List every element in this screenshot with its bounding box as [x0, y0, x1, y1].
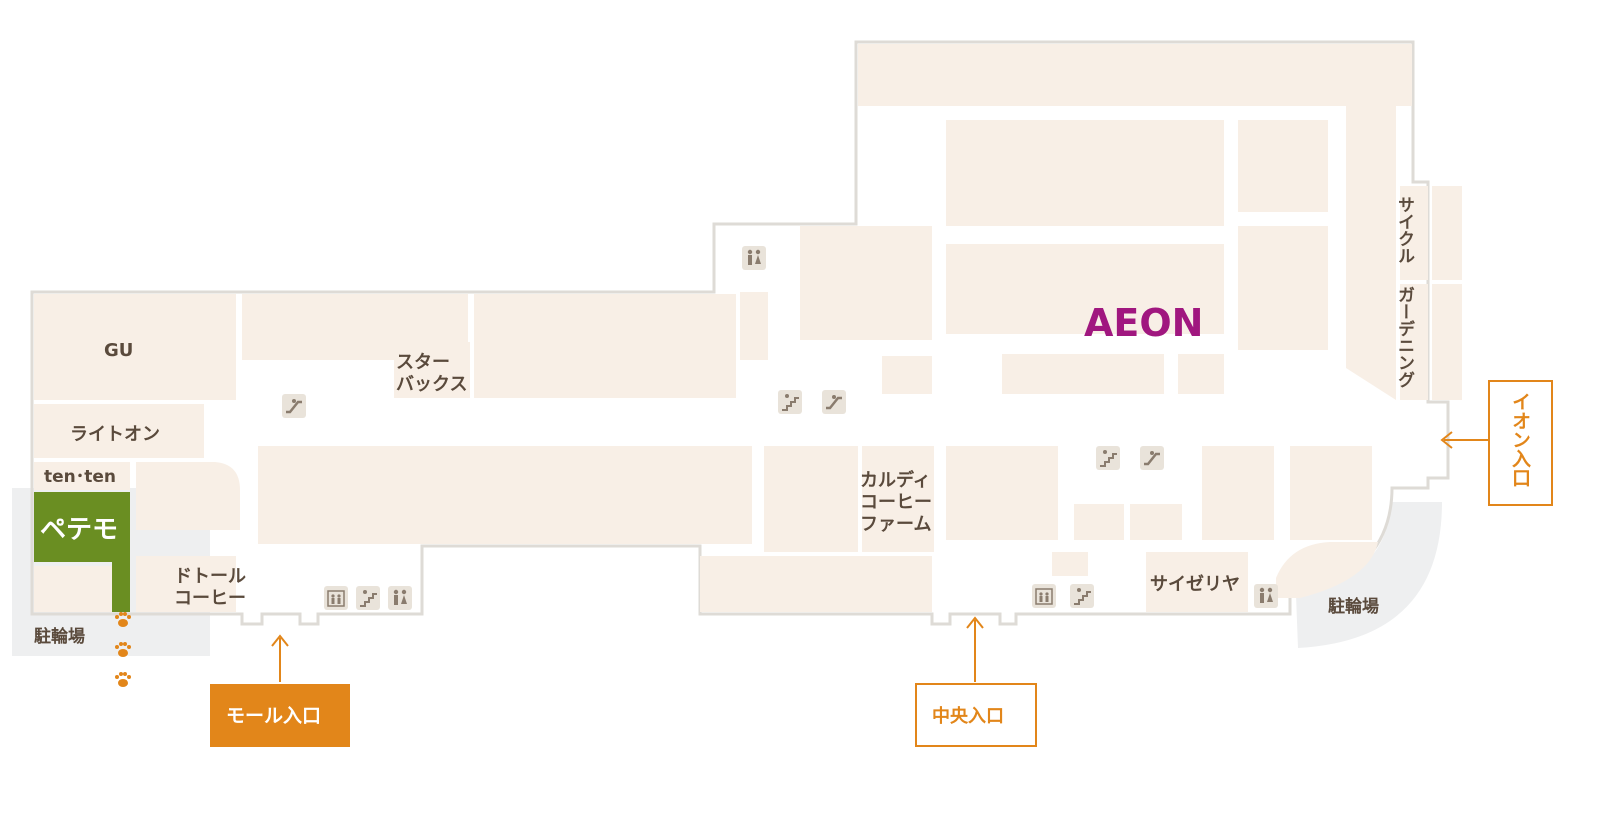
label-kaldi-1: カルディ — [860, 469, 931, 491]
aeon-block-6[interactable] — [1002, 354, 1164, 394]
aeon-entrance-box[interactable] — [1488, 380, 1553, 506]
store-block-south-3[interactable] — [764, 446, 858, 552]
store-block-se-curve[interactable] — [1276, 542, 1378, 598]
label-gardening: ガーデニング — [1394, 286, 1415, 388]
store-block-south-2[interactable] — [700, 556, 932, 612]
aeon-entrance-label: イオン入口 — [1509, 392, 1531, 487]
escalator-icon[interactable] — [282, 394, 306, 418]
escalator-icon[interactable] — [1140, 446, 1164, 470]
mall-entrance[interactable]: モール入口 — [210, 634, 350, 747]
arrow-up-icon — [271, 634, 289, 647]
aeon-entrance[interactable]: イオン入口 — [1440, 380, 1553, 506]
stairs-icon[interactable] — [356, 586, 380, 610]
aeon-west-block[interactable] — [800, 226, 932, 340]
store-starbucks[interactable] — [394, 342, 470, 398]
label-right-on: ライトオン — [70, 424, 160, 445]
store-kaldi[interactable] — [862, 446, 934, 552]
store-block-se-1[interactable] — [946, 446, 1058, 540]
restroom-icon[interactable] — [1254, 584, 1278, 608]
paw-icon — [115, 642, 131, 657]
label-aeon: AEON — [1084, 301, 1203, 345]
store-block-se-6[interactable] — [1052, 552, 1088, 576]
aeon-block-1[interactable] — [946, 120, 1224, 226]
arrow-left-icon — [1440, 431, 1453, 449]
store-right-on[interactable] — [34, 404, 204, 458]
label-gu: GU — [104, 340, 133, 361]
store-gardening[interactable] — [1400, 284, 1428, 400]
aeon-east-wing[interactable] — [858, 44, 1412, 106]
elevator-icon[interactable] — [1032, 584, 1056, 608]
label-parking-right: 駐輪場 — [1328, 596, 1379, 617]
store-saizeriya[interactable] — [1146, 552, 1248, 612]
aeon-block-3[interactable] — [946, 244, 1224, 334]
store-block-north-2[interactable] — [474, 294, 736, 398]
parking-area-right — [1296, 502, 1442, 648]
label-petemo: ペテモ — [40, 515, 118, 545]
store-cycle[interactable] — [1400, 186, 1428, 280]
store-tenten[interactable] — [34, 462, 130, 490]
aeon-block-4[interactable] — [1238, 226, 1328, 350]
label-starbucks-1: スター — [396, 352, 450, 373]
label-kaldi-3: ファーム — [860, 514, 931, 535]
store-petemo-ext — [112, 560, 130, 612]
aeon-block-2[interactable] — [1238, 120, 1328, 212]
label-tenten: ten･ten — [44, 467, 116, 487]
mall-entrance-box[interactable] — [210, 684, 350, 747]
central-entrance[interactable]: 中央入口 — [915, 616, 1037, 747]
label-parking-left: 駐輪場 — [34, 626, 85, 647]
label-doutor-1: ドトール — [174, 566, 246, 587]
store-block-west-lower[interactable] — [136, 556, 236, 612]
store-block-far-east-1[interactable] — [1432, 186, 1462, 280]
store-block-south-1[interactable] — [258, 446, 752, 544]
elevator-icon[interactable] — [324, 586, 348, 610]
stairs-icon[interactable] — [1096, 446, 1120, 470]
label-cycle: サイクル — [1394, 196, 1415, 264]
label-saizeriya: サイゼリヤ — [1150, 573, 1240, 595]
stairs-icon[interactable] — [778, 390, 802, 414]
stairs-icon[interactable] — [1070, 584, 1094, 608]
store-block-north-3[interactable] — [740, 292, 768, 360]
paw-icon — [115, 612, 131, 627]
central-entrance-label: 中央入口 — [932, 705, 1004, 727]
store-block-se-5[interactable] — [1290, 446, 1372, 540]
store-block-se-2[interactable] — [1074, 504, 1124, 540]
aeon-east-strip[interactable] — [1346, 106, 1396, 400]
mall-entrance-label: モール入口 — [226, 705, 321, 727]
aeon-block-7[interactable] — [1178, 354, 1224, 394]
store-petemo[interactable] — [34, 492, 130, 562]
label-starbucks-2: バックス — [396, 374, 467, 395]
store-block-far-east-2[interactable] — [1432, 284, 1462, 400]
label-doutor-2: コーヒー — [174, 588, 246, 609]
central-entrance-box[interactable] — [915, 683, 1037, 747]
store-block-sw[interactable] — [34, 566, 112, 612]
store-block-west[interactable] — [136, 462, 240, 530]
paw-icon — [115, 672, 131, 687]
restroom-icon[interactable] — [742, 246, 766, 270]
aeon-block-5[interactable] — [882, 356, 932, 394]
store-gu[interactable] — [34, 294, 236, 400]
store-block-se-3[interactable] — [1130, 504, 1182, 540]
label-kaldi-2: コーヒー — [860, 492, 932, 513]
escalator-icon[interactable] — [822, 390, 846, 414]
store-block-se-4[interactable] — [1202, 446, 1274, 540]
arrow-up-icon — [966, 616, 984, 629]
restroom-icon[interactable] — [388, 586, 412, 610]
